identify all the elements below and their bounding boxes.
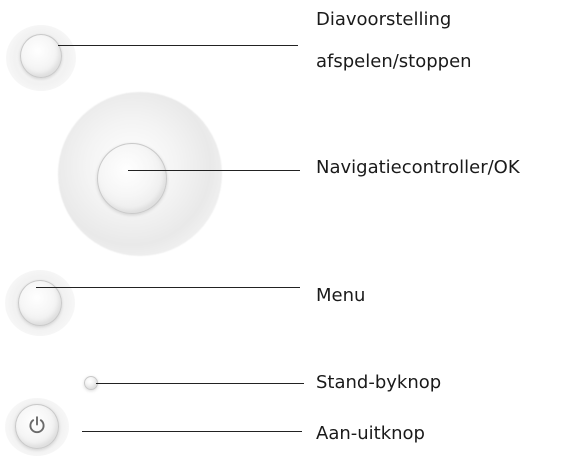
power-button[interactable]	[15, 404, 59, 449]
navigation-label: Navigatiecontroller/OK	[316, 157, 520, 178]
standby-leader-line	[96, 383, 304, 384]
menu-leader-line	[36, 287, 300, 288]
power-icon	[26, 414, 48, 440]
navigation-leader-line	[128, 170, 300, 171]
slideshow-leader-line	[58, 45, 298, 46]
slideshow-label-line2: afspelen/stoppen	[316, 51, 472, 72]
menu-label: Menu	[316, 285, 366, 306]
slideshow-label-line1: Diavoorstelling	[316, 9, 452, 30]
navigation-ok-button[interactable]	[97, 143, 167, 214]
power-label: Aan-uitknop	[316, 423, 425, 444]
power-leader-line	[82, 431, 302, 432]
slideshow-button[interactable]	[20, 34, 62, 78]
standby-label: Stand-byknop	[316, 372, 442, 393]
